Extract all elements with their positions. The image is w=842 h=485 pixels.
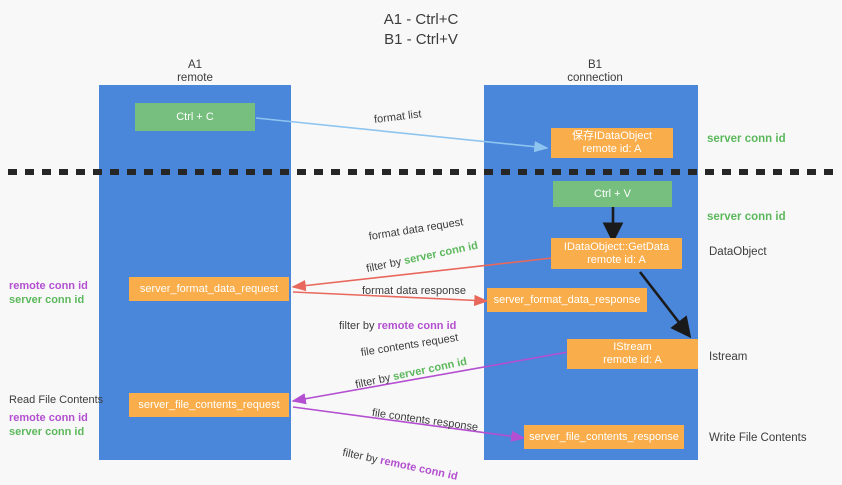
label-file-contents-response-filter-value: remote conn id	[379, 454, 459, 483]
label-file-contents-response: file contents response	[371, 406, 479, 434]
note-write-file-contents: Write File Contents	[709, 432, 807, 444]
note-format-remote-conn-id: remote conn id	[9, 280, 88, 292]
label-file-contents-response-filter: filter by remote conn id	[341, 432, 462, 484]
box-server-file-contents-response[interactable]: server_file_contents_response	[524, 425, 684, 449]
title-line-2: B1 - Ctrl+V	[384, 31, 458, 48]
label-format-data-request-filter-value: server conn id	[402, 239, 480, 268]
note-file-server-conn-id: server conn id	[9, 426, 85, 438]
lane-title-b1: B1 connection	[567, 59, 623, 84]
box-server-format-data-response[interactable]: server_format_data_response	[487, 288, 647, 312]
note-file-remote-conn-id: remote conn id	[9, 412, 88, 424]
title-line-1: A1 - Ctrl+C	[383, 11, 459, 28]
box-ctrl-c[interactable]: Ctrl + C	[135, 103, 255, 131]
label-format-data-response-filter: filter by remote conn id	[339, 305, 456, 333]
label-format-list: format list	[373, 108, 423, 127]
label-file-contents-request-filter-prefix: filter by	[354, 371, 395, 392]
label-format-data-response: format data response	[362, 285, 466, 297]
label-file-contents-request-filter-value: server conn id	[391, 355, 469, 384]
note-istream: Istream	[709, 351, 748, 363]
note-server-conn-id-2: server conn id	[707, 211, 786, 223]
label-file-contents-response-filter-prefix: filter by	[341, 446, 382, 467]
box-idataobject-getdata[interactable]: IDataObject::GetData remote id: A	[551, 238, 682, 269]
box-ctrl-v[interactable]: Ctrl + V	[553, 181, 672, 207]
note-format-conn-ids: remote conn id server conn id	[9, 279, 88, 307]
label-format-data-response-filter-value: remote conn id	[377, 320, 457, 332]
lane-title-a1: A1 remote	[177, 59, 213, 84]
note-server-conn-id-1: server conn id	[707, 133, 786, 145]
note-format-server-conn-id: server conn id	[9, 294, 85, 306]
note-dataobject: DataObject	[709, 246, 767, 258]
box-server-file-contents-request[interactable]: server_file_contents_request	[129, 393, 289, 417]
label-format-data-response-filter-prefix: filter by	[339, 320, 378, 332]
page-title: A1 - Ctrl+C B1 - Ctrl+V	[0, 10, 842, 50]
box-istream[interactable]: IStream remote id: A	[567, 339, 698, 369]
box-server-format-data-request[interactable]: server_format_data_request	[129, 277, 289, 301]
label-format-data-request-filter-prefix: filter by	[365, 255, 406, 276]
note-file-conn-ids: remote conn id server conn id	[9, 411, 88, 439]
note-read-file-contents: Read File Contents	[9, 394, 104, 406]
box-idataobject[interactable]: 保存IDataObject remote id: A	[551, 128, 673, 158]
